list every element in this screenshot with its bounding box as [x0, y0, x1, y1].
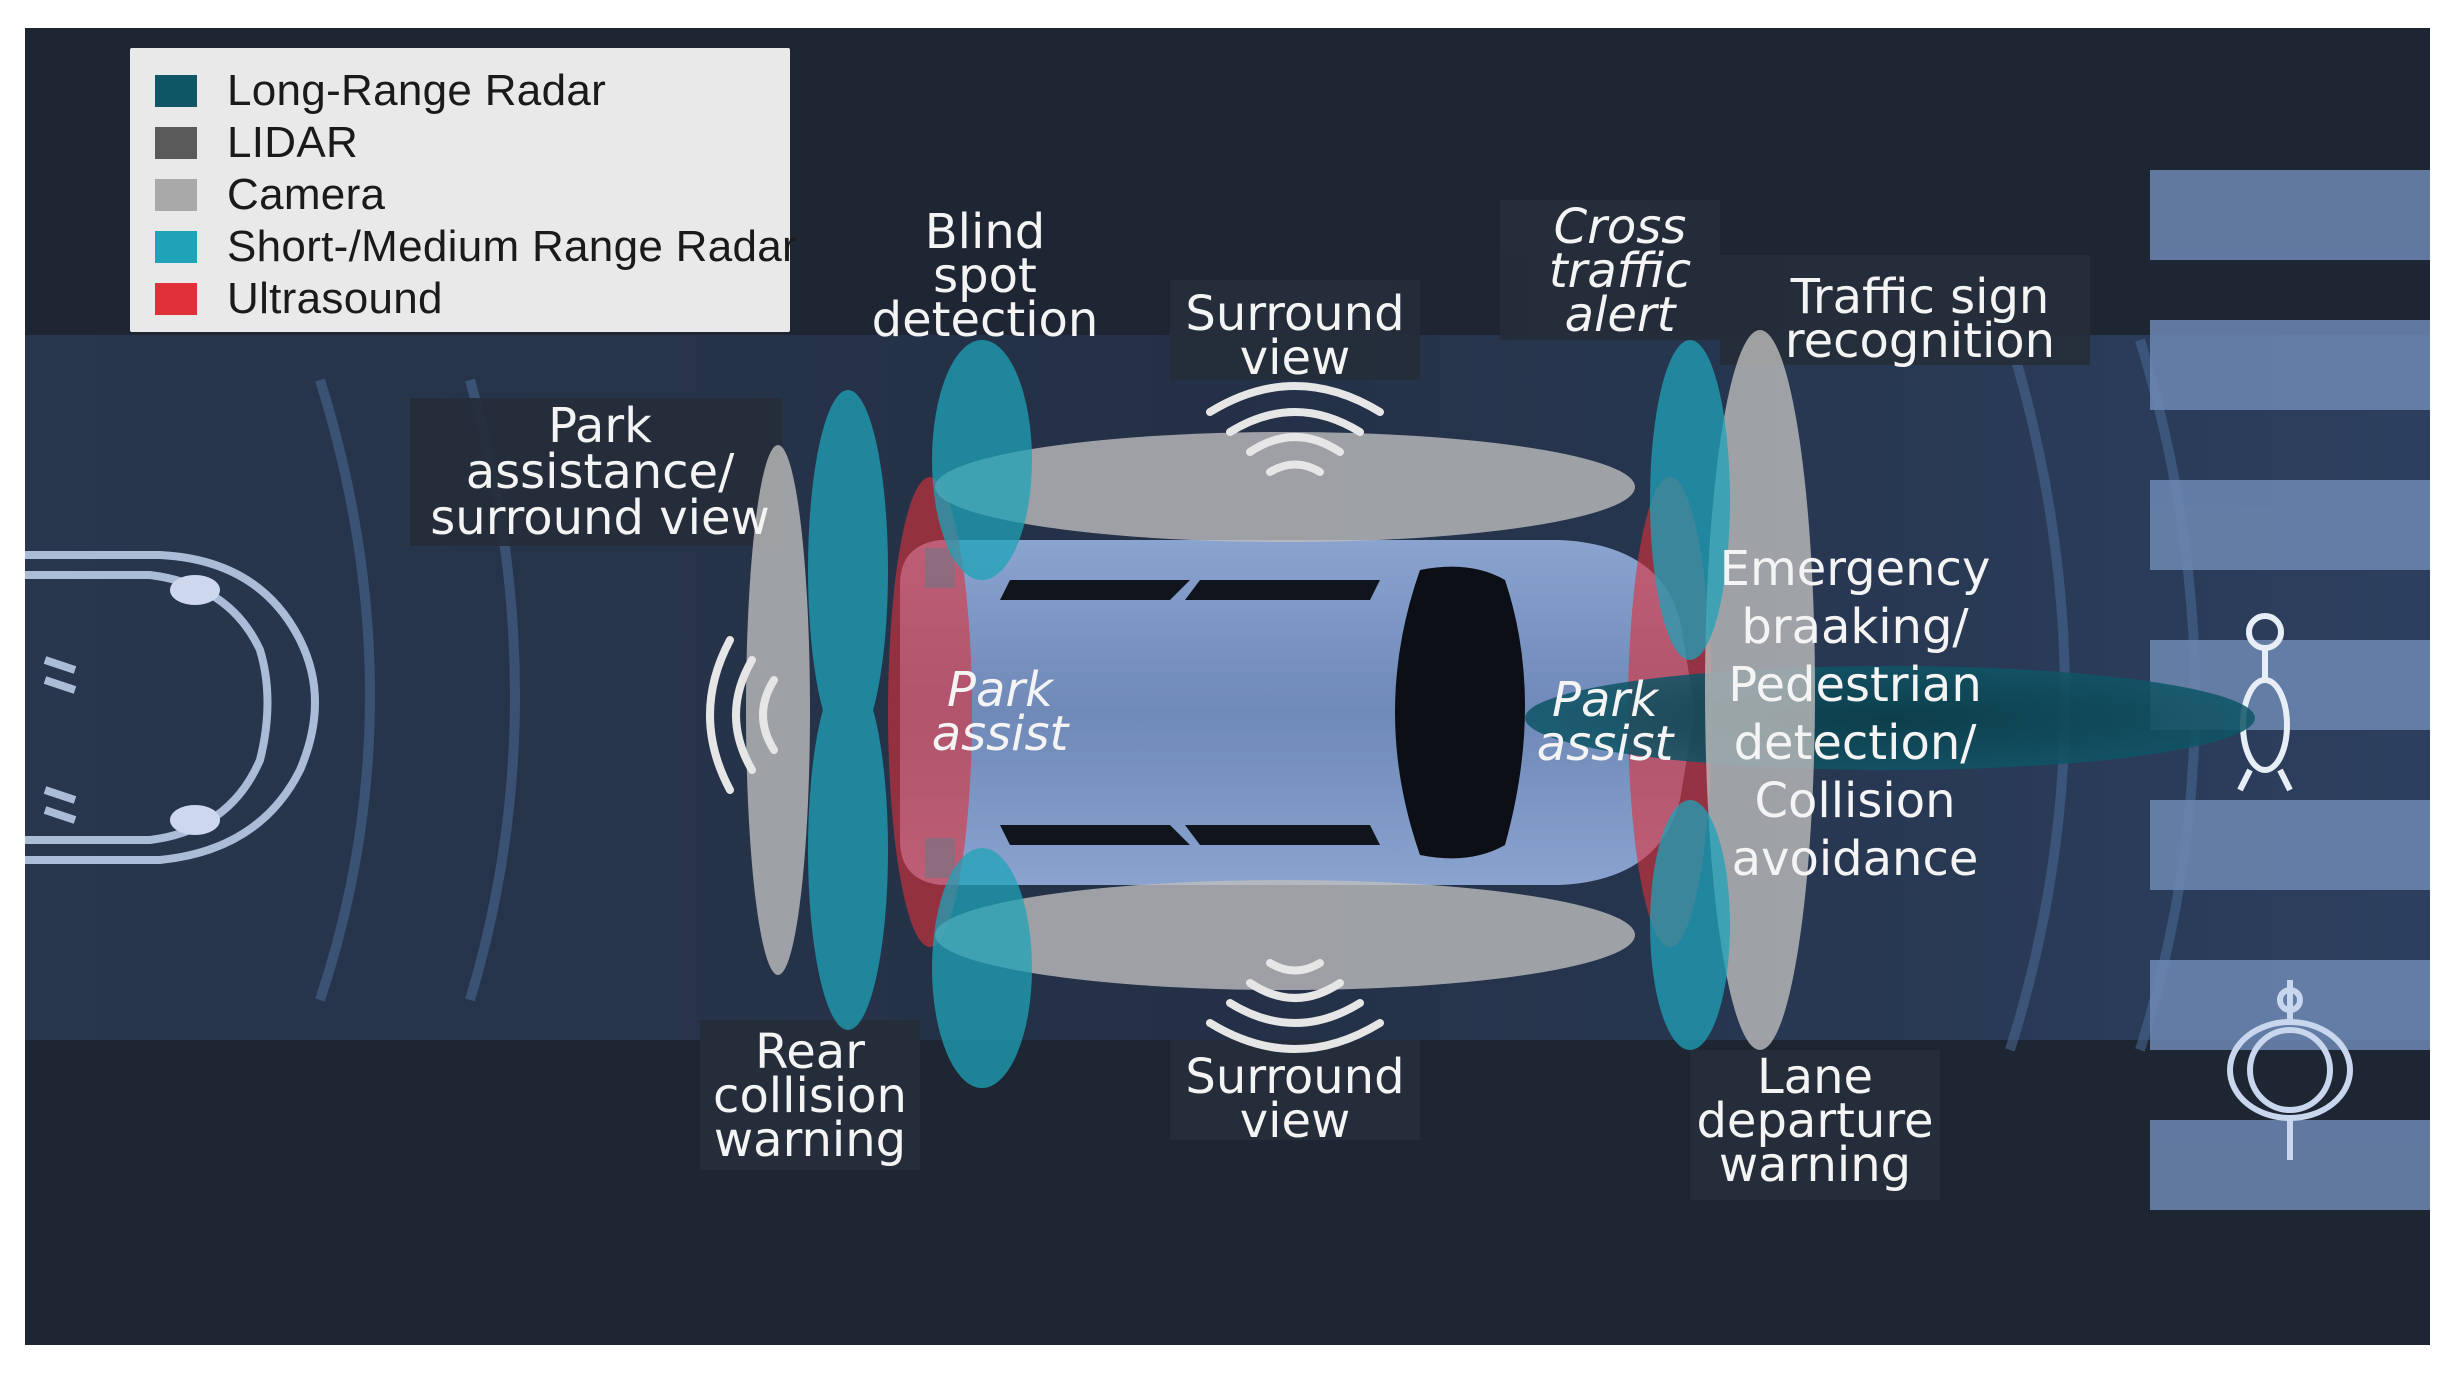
short-medium-radar-zones	[808, 340, 1730, 1088]
main-car	[900, 540, 1695, 885]
label-lane-departure-warning: Lane departure warning	[1680, 1049, 1950, 1193]
label-line: Park	[548, 398, 652, 454]
legend-label: LIDAR	[227, 118, 359, 167]
label-park-assistance-surround-view: Park assistance/ surround view	[410, 398, 790, 546]
label-line: Rear	[755, 1024, 865, 1080]
label-line: Pedestrian	[1728, 657, 1982, 713]
label-line: view	[1239, 1093, 1351, 1149]
label-line: traffic	[1548, 243, 1692, 299]
label-line: Lane	[1756, 1049, 1874, 1105]
legend: Long-Range Radar LIDAR Camera Short-/Med…	[130, 48, 797, 332]
label-line: spot	[933, 248, 1037, 304]
label-cross-traffic-alert: Cross traffic alert	[1500, 199, 1740, 343]
label-line: warning	[1718, 1137, 1912, 1193]
label-line: assist	[1536, 716, 1674, 772]
legend-swatch	[155, 179, 197, 211]
legend-item-ultrasound: Ultrasound	[155, 274, 443, 323]
label-line: departure	[1696, 1093, 1934, 1149]
label-line: view	[1239, 330, 1351, 386]
legend-swatch	[155, 231, 197, 263]
label-line: assistance/	[465, 444, 735, 500]
label-line: avoidance	[1731, 831, 1979, 887]
label-line: detection	[871, 292, 1099, 348]
label-line: Collision	[1754, 773, 1956, 829]
legend-label: Long-Range Radar	[227, 66, 607, 115]
wifi-wave-icon-bottom	[1206, 959, 1384, 1053]
cyclist-icon	[2227, 980, 2353, 1160]
rear-car-icon	[25, 551, 319, 864]
label-surround-view-bottom: Surround view	[1170, 1049, 1420, 1149]
label-line: Traffic sign	[1790, 269, 2050, 325]
label-traffic-sign-recognition: Traffic sign recognition	[1720, 269, 2120, 369]
legend-label: Short-/Medium Range Radar	[227, 222, 797, 271]
label-line: surround view	[430, 490, 770, 546]
label-rear-collision-warning: Rear collision warning	[690, 1024, 930, 1168]
label-backgrounds	[410, 200, 2090, 1200]
label-line: Blind	[924, 204, 1046, 260]
label-line: detection/	[1733, 715, 1977, 771]
legend-swatch	[155, 75, 197, 107]
label-line: recognition	[1784, 313, 2056, 369]
legend-item-lidar: LIDAR	[155, 118, 359, 167]
wifi-wave-icon-top	[1206, 382, 1384, 476]
label-line: warning	[713, 1112, 907, 1168]
label-park-assist-rear: Park assist	[920, 662, 1080, 762]
legend-item-camera: Camera	[155, 170, 386, 219]
pedestrian-icon	[2237, 613, 2293, 792]
label-line: Park	[1552, 672, 1658, 728]
label-line: Cross	[1553, 199, 1687, 255]
legend-label: Camera	[227, 170, 386, 219]
label-emergency-braking-collision-avoidance: Emergency braaking/ Pedestrian detection…	[1700, 540, 2010, 888]
label-line: braaking/	[1741, 599, 1969, 655]
legend-swatch	[155, 127, 197, 159]
label-line: Emergency	[1719, 541, 1991, 597]
label-line: Surround	[1185, 286, 1405, 342]
legend-item-long-range-radar: Long-Range Radar	[155, 66, 607, 115]
legend-swatch	[155, 283, 197, 315]
camera-zones	[746, 330, 1815, 1050]
wifi-wave-icon-rear	[706, 636, 778, 794]
label-park-assist-front: Park assist	[1525, 672, 1685, 772]
label-blind-spot-detection: Blind spot detection	[870, 204, 1100, 348]
label-line: alert	[1564, 287, 1676, 343]
label-line: Park	[947, 662, 1053, 718]
label-surround-view-top: Surround view	[1170, 286, 1420, 386]
label-line: collision	[713, 1068, 907, 1124]
legend-label: Ultrasound	[227, 274, 443, 323]
label-line: Surround	[1185, 1049, 1405, 1105]
legend-item-short-medium-radar: Short-/Medium Range Radar	[155, 222, 797, 271]
label-line: assist	[931, 706, 1069, 762]
